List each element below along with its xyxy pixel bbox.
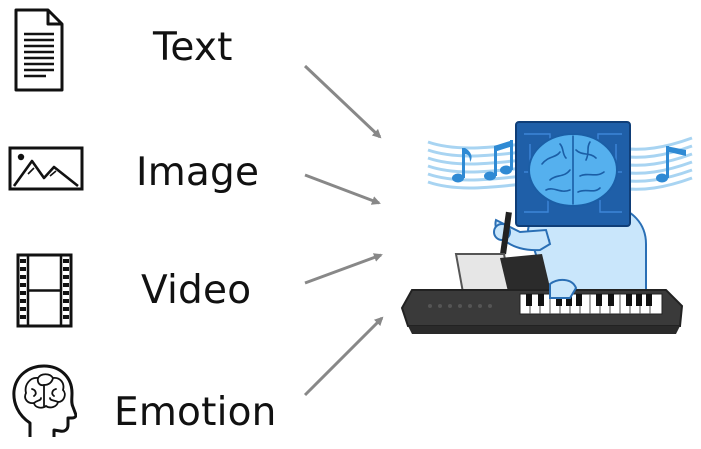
ai-composer-illustration (400, 121, 693, 334)
document-icon (14, 8, 64, 92)
label-image: Image (136, 150, 260, 195)
arrow-video (304, 253, 383, 285)
arrow-text (303, 64, 382, 139)
arrow-image (304, 173, 381, 205)
robot-body (493, 204, 647, 299)
label-emotion: Emotion (114, 390, 277, 435)
piano-keyboard (400, 278, 684, 334)
arrow-emotion (303, 316, 384, 397)
music-note-icon (452, 140, 686, 183)
label-text: Text (153, 25, 233, 70)
mountain-picture-icon (8, 146, 84, 191)
film-strip-icon (16, 253, 73, 328)
robot-head (515, 121, 631, 227)
tablet (454, 253, 552, 300)
label-video: Video (141, 268, 252, 313)
brain-head-icon (12, 364, 77, 437)
